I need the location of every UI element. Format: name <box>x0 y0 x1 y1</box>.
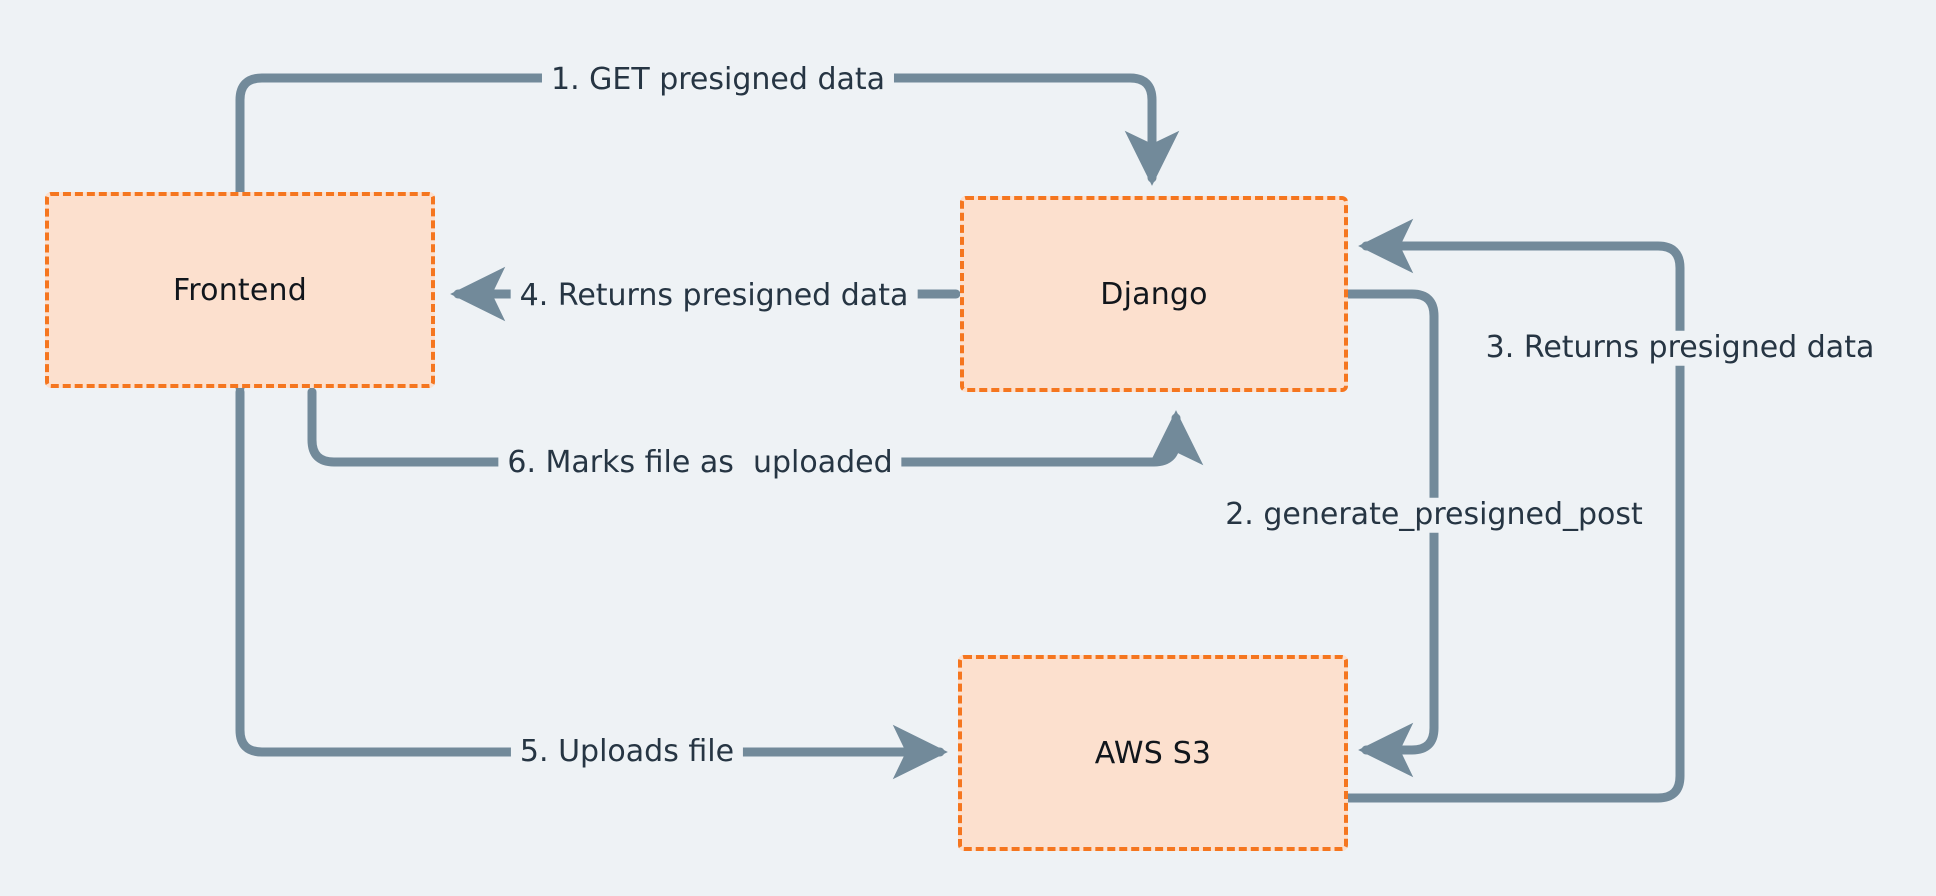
node-django-label: Django <box>1100 276 1208 312</box>
edge-path-5 <box>235 387 948 780</box>
edge-path-3 <box>1090 218 1685 803</box>
node-aws-s3-label: AWS S3 <box>1094 735 1212 771</box>
edge-path-1 <box>235 73 1180 393</box>
edge-label-3: 3. Returns presigned data <box>1476 330 1884 366</box>
node-frontend-label: Frontend <box>173 272 307 308</box>
edge-label-2: 2. generate_presigned_post <box>1216 497 1652 533</box>
edge-label-4: 4. Returns presigned data <box>510 278 918 314</box>
node-frontend[interactable]: Frontend <box>45 192 435 388</box>
node-django[interactable]: Django <box>960 196 1348 392</box>
edge-label-6: 6. Marks file as uploaded <box>498 445 902 481</box>
edge-label-1: 1. GET presigned data <box>541 62 895 98</box>
node-aws-s3[interactable]: AWS S3 <box>958 655 1348 851</box>
edge-label-5: 5. Uploads file <box>510 734 744 770</box>
